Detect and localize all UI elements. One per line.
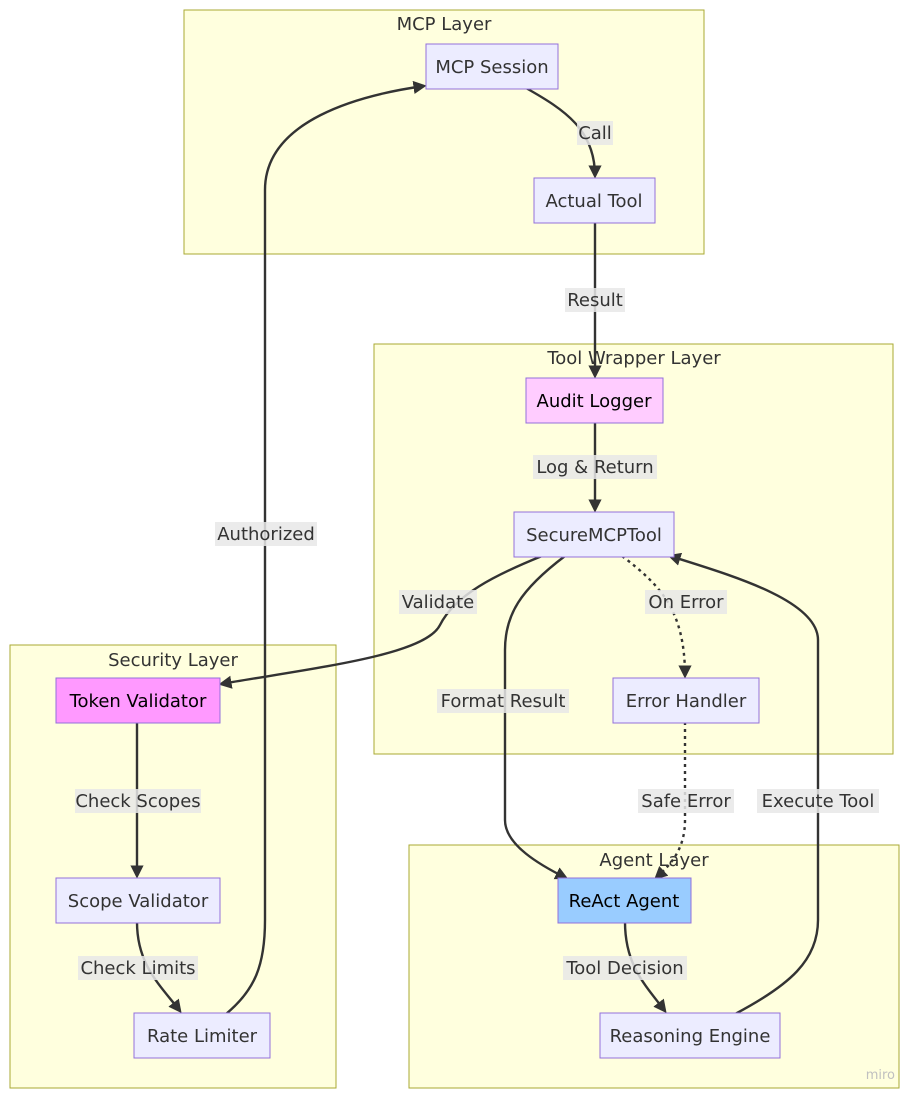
svg-text:Validate: Validate — [402, 592, 475, 613]
edge-label-safe-error: Safe Error — [638, 789, 734, 813]
node-reasoning-engine[interactable]: Reasoning Engine — [599, 1012, 781, 1059]
miro-watermark: miro — [866, 1068, 895, 1083]
node-error-handler[interactable]: Error Handler — [612, 677, 760, 724]
edge-authorized — [225, 80, 427, 1015]
svg-text:Scope Validator: Scope Validator — [68, 891, 209, 912]
svg-text:Rate Limiter: Rate Limiter — [147, 1026, 258, 1047]
svg-text:Check Limits: Check Limits — [80, 958, 195, 979]
svg-text:On Error: On Error — [648, 592, 724, 613]
cluster-tool-wrapper-layer-label: Tool Wrapper Layer — [546, 348, 721, 369]
node-secure-mcp-tool[interactable]: SecureMCPTool — [513, 511, 675, 558]
svg-text:Tool Decision: Tool Decision — [565, 958, 683, 979]
svg-text:Log & Return: Log & Return — [536, 457, 653, 478]
svg-text:Safe Error: Safe Error — [641, 791, 731, 812]
svg-text:Call: Call — [578, 123, 612, 144]
node-mcp-session[interactable]: MCP Session — [425, 43, 559, 90]
edge-label-log-return: Log & Return — [533, 455, 657, 479]
edge-label-execute-tool: Execute Tool — [757, 789, 879, 813]
svg-text:ReAct Agent: ReAct Agent — [569, 891, 680, 912]
svg-text:Audit Logger: Audit Logger — [537, 391, 653, 412]
svg-text:Reasoning Engine: Reasoning Engine — [610, 1026, 771, 1047]
svg-text:Result: Result — [567, 290, 623, 311]
svg-text:Format Result: Format Result — [441, 691, 566, 712]
cluster-mcp-layer-label: MCP Layer — [397, 14, 492, 35]
edge-call — [525, 86, 602, 179]
edge-label-authorized: Authorized — [215, 522, 317, 546]
edge-label-result: Result — [565, 288, 625, 312]
cluster-agent-layer-label: Agent Layer — [599, 850, 709, 871]
node-react-agent[interactable]: ReAct Agent — [557, 877, 692, 924]
svg-text:SecureMCPTool: SecureMCPTool — [526, 525, 662, 546]
edge-label-validate: Validate — [399, 590, 477, 614]
svg-text:Error Handler: Error Handler — [626, 691, 747, 712]
node-audit-logger[interactable]: Audit Logger — [525, 377, 664, 424]
svg-text:Authorized: Authorized — [217, 524, 315, 545]
edge-label-check-scopes: Check Scopes — [75, 789, 201, 813]
edge-execute-tool — [667, 552, 820, 1016]
edge-safe-error — [654, 722, 687, 880]
edge-label-call: Call — [577, 121, 613, 145]
edge-label-on-error: On Error — [645, 590, 727, 614]
edge-label-format-result: Format Result — [437, 689, 569, 713]
edge-format-result — [503, 555, 569, 880]
node-actual-tool[interactable]: Actual Tool — [533, 177, 656, 224]
edge-label-check-limits: Check Limits — [78, 956, 198, 980]
edge-validate — [218, 554, 543, 689]
node-token-validator[interactable]: Token Validator — [55, 677, 221, 724]
svg-text:MCP Session: MCP Session — [435, 57, 548, 78]
node-rate-limiter[interactable]: Rate Limiter — [133, 1012, 271, 1059]
svg-text:Actual Tool: Actual Tool — [545, 191, 642, 212]
cluster-security-layer-label: Security Layer — [108, 650, 238, 671]
svg-text:Execute Tool: Execute Tool — [762, 791, 875, 812]
svg-text:Check Scopes: Check Scopes — [75, 791, 200, 812]
node-scope-validator[interactable]: Scope Validator — [55, 877, 221, 924]
edge-label-tool-decision: Tool Decision — [563, 956, 687, 980]
svg-text:Token Validator: Token Validator — [69, 691, 207, 712]
